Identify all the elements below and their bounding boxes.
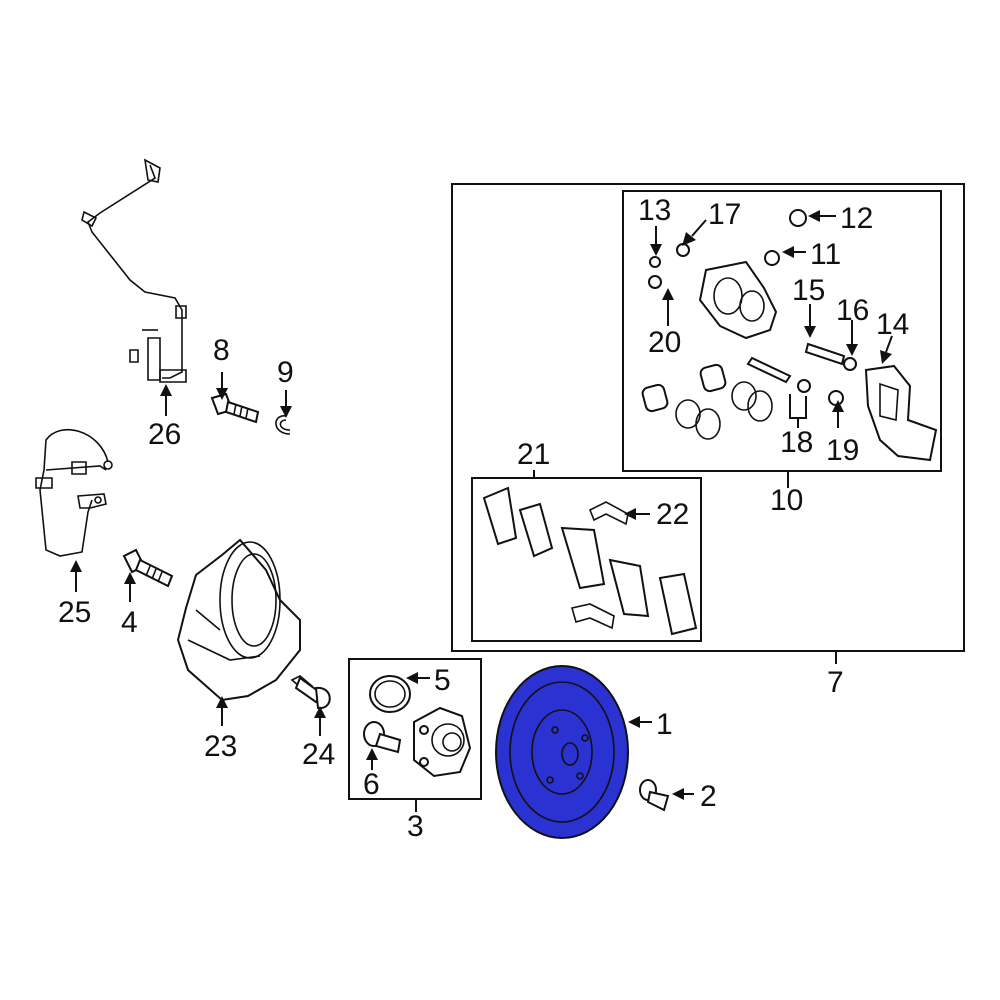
hub-bolt-6[interactable] xyxy=(363,721,402,754)
callout-14: 14 xyxy=(876,308,909,341)
brake-pad-shims[interactable] xyxy=(482,486,698,636)
bolt-4[interactable] xyxy=(122,548,174,588)
clip-ring-9[interactable] xyxy=(275,415,291,435)
hub-assembly-box xyxy=(348,658,482,800)
small-bolts[interactable] xyxy=(648,209,857,406)
callout-20: 20 xyxy=(648,326,681,359)
callout-15: 15 xyxy=(792,274,825,307)
caliper-subassembly-box xyxy=(622,190,942,472)
brake-rotor-1[interactable] xyxy=(495,665,629,839)
dust-shield-23[interactable] xyxy=(176,538,301,702)
o-ring-5-inner xyxy=(374,680,406,708)
sensor-harness-lower[interactable] xyxy=(35,429,113,557)
callout-10: 10 xyxy=(770,484,803,517)
anti-rattle-clips-22[interactable] xyxy=(570,501,629,630)
callout-26: 26 xyxy=(148,418,181,451)
callout-5: 5 xyxy=(434,664,451,697)
caliper-bracket-14[interactable] xyxy=(864,364,938,462)
callout-16: 16 xyxy=(836,294,869,327)
callout-24: 24 xyxy=(302,738,335,771)
brake-pad-kit-box xyxy=(471,477,702,642)
pistons[interactable] xyxy=(641,363,727,413)
callout-23: 23 xyxy=(204,730,237,763)
callout-3: 3 xyxy=(407,810,424,843)
bolt-8[interactable] xyxy=(210,392,260,424)
rotor-screw-2[interactable] xyxy=(639,779,670,812)
callout-11: 11 xyxy=(810,238,841,271)
callout-19: 19 xyxy=(826,434,859,467)
callout-1: 1 xyxy=(656,708,673,741)
callout-4: 4 xyxy=(121,606,138,639)
hub-bearing-3[interactable] xyxy=(413,706,472,778)
caliper-assembly-group-box xyxy=(451,183,965,652)
callout-9: 9 xyxy=(277,356,294,389)
caliper-body-10[interactable] xyxy=(698,260,778,340)
callout-21: 21 xyxy=(517,438,550,471)
callout-25: 25 xyxy=(58,596,91,629)
leader-lines xyxy=(70,210,893,812)
sensor-harness-upper[interactable] xyxy=(81,158,187,383)
piston-seals[interactable] xyxy=(675,381,773,440)
callout-17: 17 xyxy=(708,198,741,231)
callout-7: 7 xyxy=(827,666,844,699)
callout-18: 18 xyxy=(780,426,813,459)
callout-8: 8 xyxy=(213,334,230,367)
callout-13: 13 xyxy=(638,194,671,227)
bolt-24[interactable] xyxy=(290,675,331,710)
callout-22: 22 xyxy=(656,498,689,531)
callout-12: 12 xyxy=(840,202,873,235)
callout-2: 2 xyxy=(700,780,717,813)
callout-6: 6 xyxy=(363,768,380,801)
callout-labels: 26 8 9 25 4 23 24 5 6 3 1 2 7 10 21 22 1… xyxy=(58,194,909,843)
